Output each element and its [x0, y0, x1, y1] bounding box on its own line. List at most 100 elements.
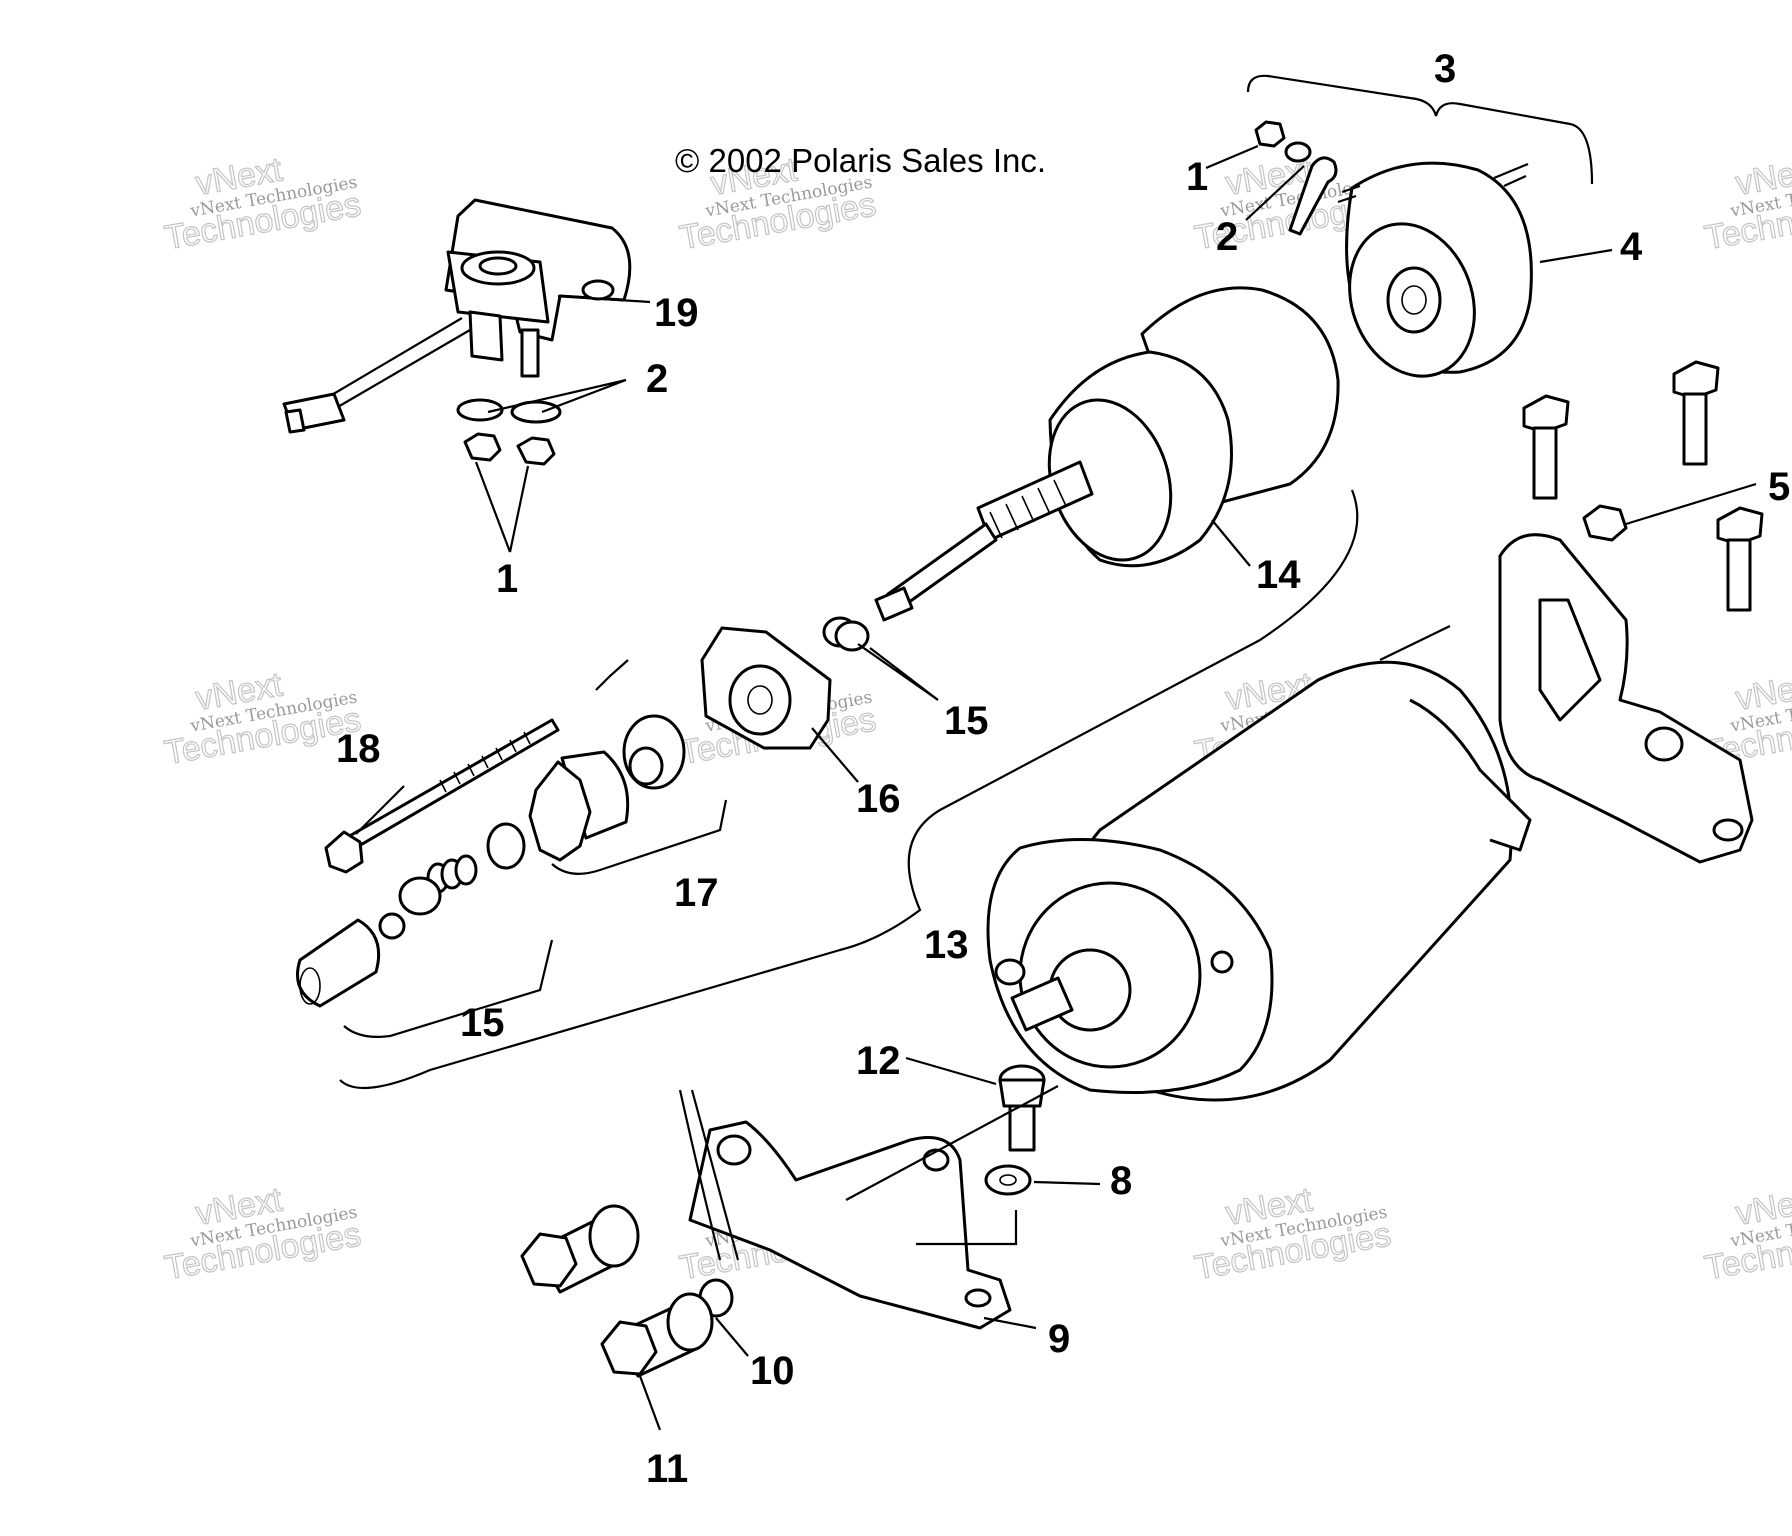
spring-coil: [454, 854, 478, 886]
end-cap-stud: [1337, 184, 1361, 204]
callout-9: 9: [1048, 1317, 1070, 1361]
cap-screw-head: [998, 1078, 1046, 1108]
leader-lines: [355, 144, 1757, 1431]
pinion-collar: [486, 822, 526, 870]
washer: [1284, 141, 1312, 163]
snap-ring: [378, 912, 406, 940]
callout-19: 19: [654, 291, 699, 335]
watermark: Technologies vNext Technologies vNext: [161, 150, 364, 258]
callout-15-left: 15: [460, 1001, 505, 1045]
leader-14: [1211, 519, 1251, 567]
shaft-washers: [822, 616, 870, 652]
callout-4: 4: [1620, 225, 1643, 269]
end-cap-bore: [1401, 285, 1427, 315]
hex-bolt-head: [1522, 394, 1570, 434]
hex-nut: [516, 436, 556, 466]
lower-bracket-cable: [678, 1089, 740, 1261]
callout-17: 17: [674, 871, 719, 915]
cap-screw-shank: [1008, 1104, 1036, 1152]
end-plate-link-line: [595, 659, 629, 691]
leader-10: [715, 1317, 749, 1357]
callout-11: 11: [646, 1447, 688, 1491]
leader-5: [1625, 482, 1757, 526]
drive-cap-opening: [299, 967, 321, 1005]
leader-bolt-to-motor: [845, 1085, 1059, 1201]
solenoid-wires: [329, 317, 471, 409]
leader-8: [1033, 1180, 1101, 1186]
drive-end-plate: [700, 626, 832, 750]
hex-nut: [463, 432, 502, 462]
drive-cap: [296, 918, 381, 1008]
watermark: Technologies vNext Technologies vNext: [676, 150, 879, 258]
cap-screw: [998, 1064, 1046, 1152]
callout-13: 13: [924, 923, 969, 967]
pinion-drive-part: [486, 714, 686, 870]
part-13-bracket-curve: [339, 489, 1359, 1090]
lower-bracket-hole: [716, 1134, 752, 1166]
motor-housing: [986, 625, 1532, 1102]
flat-washer: [984, 1164, 1032, 1196]
watermark-top-text: vNext: [1733, 1180, 1792, 1233]
top-nut-washers: [1254, 120, 1338, 236]
callout-2-top: 2: [1216, 215, 1238, 259]
part-17-brace: [551, 799, 728, 875]
pinion-washer-inner: [628, 746, 664, 786]
callout-5: 5: [1768, 465, 1790, 509]
lower-bracket-body: [688, 1120, 1012, 1330]
lower-bracket: [678, 1089, 1012, 1330]
lower-bracket-slot: [964, 1288, 992, 1308]
callout-1-top: 1: [1186, 155, 1208, 199]
callout-15-right: 15: [944, 699, 989, 743]
end-cap-bearing: [1386, 266, 1442, 334]
motor-stud: [1379, 625, 1451, 661]
solenoid-mount-hole: [581, 279, 615, 301]
hex-nut: [1582, 504, 1628, 542]
through-bolt: [324, 718, 560, 874]
terminal-lead: [1288, 156, 1338, 236]
right-bolts: [1522, 360, 1764, 612]
solenoid-post: [520, 328, 540, 378]
bolt-head: [520, 1232, 578, 1288]
hex-bolt-shank: [1726, 538, 1752, 612]
callout-12: 12: [856, 1039, 901, 1083]
hex-bolt-head: [1716, 506, 1764, 546]
through-bolt-threads: [439, 731, 531, 793]
callout-14: 14: [1256, 553, 1301, 597]
leader-19: [557, 294, 651, 304]
leader-2-top: [1245, 165, 1305, 221]
end-cap-terminal-bolt: [1493, 162, 1529, 188]
through-bolt-head: [324, 830, 364, 874]
left-washers-nuts: [456, 398, 562, 466]
flange-hole: [1210, 950, 1234, 974]
brush-end-cap: [1337, 161, 1533, 378]
flat-washer-hole: [999, 1174, 1017, 1186]
armature-shaft-tip: [874, 586, 914, 622]
solenoid-connector-plug: [284, 408, 306, 434]
pinion-gear: [528, 760, 592, 862]
leader-15-right: [857, 643, 939, 701]
leader-18: [355, 785, 405, 835]
leader-16: [811, 727, 859, 783]
callout-3: 3: [1434, 47, 1456, 91]
leader-8-drop: [916, 1210, 1018, 1246]
watermark: Technologies vNext Technologies vNext: [1701, 150, 1792, 258]
watermark: Technologies vNext Technologies vNext: [161, 1180, 364, 1288]
copyright-text: © 2002 Polaris Sales Inc.: [675, 142, 1046, 179]
solenoid-terminal: [478, 256, 518, 276]
bolt-upper: [520, 1204, 640, 1294]
callout-16: 16: [856, 777, 901, 821]
callout-2-left: 2: [646, 357, 668, 401]
bolt-lower: [600, 1292, 714, 1378]
leader-2-left: [487, 378, 627, 414]
hex-bolt-shank: [1682, 392, 1708, 466]
mount-bracket-hole: [1644, 726, 1684, 762]
hex-bolt-head: [1672, 360, 1720, 400]
leader-12: [905, 1056, 997, 1086]
leader-11: [638, 1375, 662, 1431]
flange-hole: [994, 958, 1026, 986]
callout-8: 8: [1110, 1159, 1132, 1203]
watermark-top-text: vNext: [1733, 665, 1792, 718]
hex-nut: [1254, 120, 1286, 148]
mount-bracket-body: [1498, 533, 1754, 864]
